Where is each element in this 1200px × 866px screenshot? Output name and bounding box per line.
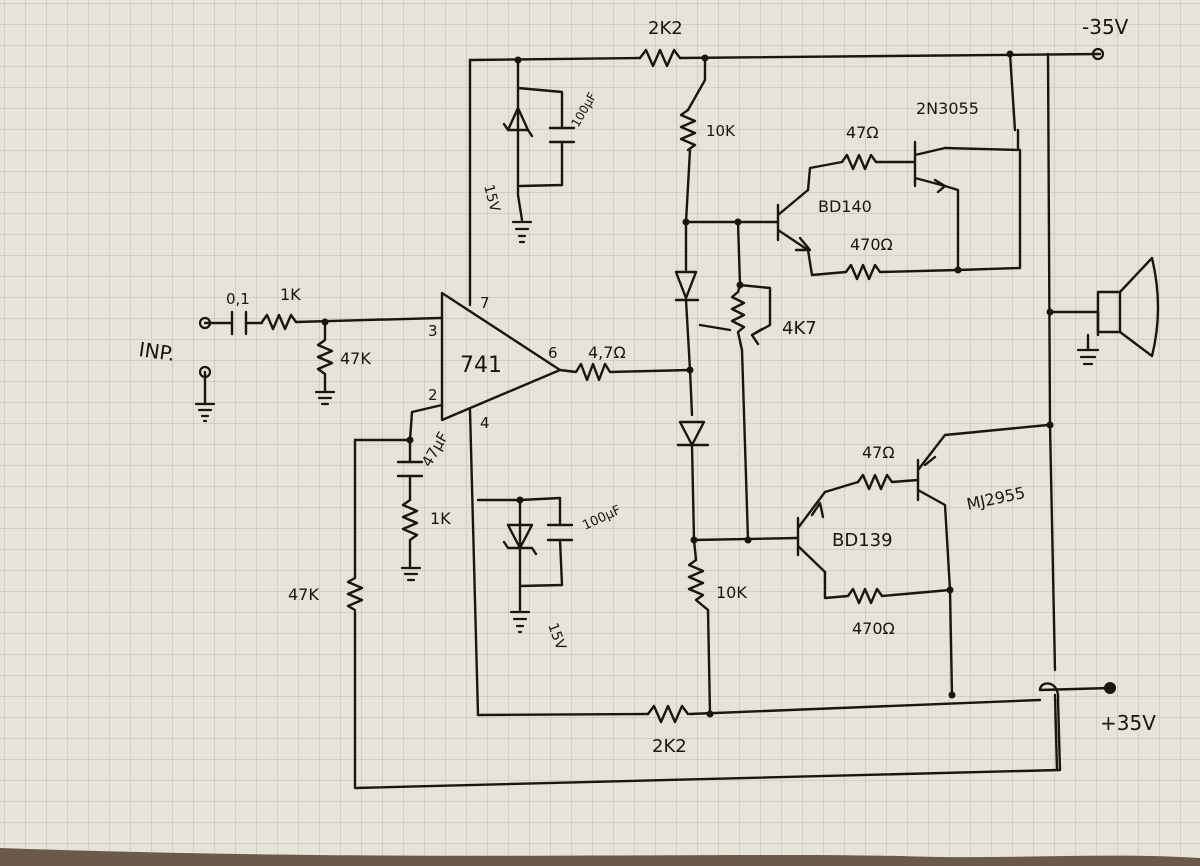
bd139-collector-wire bbox=[823, 480, 860, 494]
label-opamp: 741 bbox=[460, 353, 502, 378]
ground-icon bbox=[509, 610, 531, 634]
r47-bot bbox=[856, 473, 920, 491]
trim-pot bbox=[684, 220, 772, 542]
label-bias-res-top: 10K bbox=[706, 122, 736, 140]
label-r470-top: 470Ω bbox=[850, 235, 893, 254]
bot-zener-cap bbox=[546, 523, 574, 542]
label-top-res: 2K2 bbox=[648, 18, 683, 39]
bias-res-top bbox=[679, 108, 697, 152]
bias-diode-bot bbox=[676, 420, 710, 447]
junction-dot bbox=[1046, 421, 1054, 429]
terminal-pos bbox=[1104, 682, 1116, 694]
label-input-res: 1K bbox=[280, 285, 301, 304]
top-res-wire bbox=[638, 48, 682, 68]
label-input-cap: 0,1 bbox=[226, 290, 250, 308]
junction-dot bbox=[954, 266, 962, 274]
ground-icon bbox=[194, 402, 216, 423]
bias-diode-top bbox=[674, 270, 700, 302]
junction-dot bbox=[734, 218, 742, 226]
speaker-icon bbox=[1096, 256, 1160, 358]
junction-dot bbox=[948, 691, 956, 699]
label-pin4: 4 bbox=[480, 414, 490, 432]
right-rail bbox=[1008, 52, 1059, 772]
top-zener bbox=[502, 106, 534, 138]
input-gnd-terminal bbox=[198, 365, 212, 379]
junction-dot bbox=[1046, 308, 1054, 316]
label-2n3055: 2N3055 bbox=[916, 99, 979, 118]
junction-dot bbox=[690, 536, 698, 544]
bias-res bbox=[316, 320, 334, 394]
junction-dot bbox=[701, 54, 709, 62]
label-pin7: 7 bbox=[480, 294, 490, 312]
ground-icon bbox=[314, 390, 336, 406]
label-pin6: 6 bbox=[548, 344, 558, 362]
label-pin2: 2 bbox=[428, 386, 438, 404]
opamp-triangle bbox=[440, 291, 562, 422]
bot-zener-block bbox=[476, 496, 564, 612]
label-zener-top: 15V bbox=[480, 183, 503, 214]
bd140 bbox=[776, 188, 812, 252]
junction-dot bbox=[686, 366, 694, 374]
fb-res bbox=[401, 498, 419, 570]
mj2955 bbox=[916, 423, 1050, 592]
bot-zener bbox=[502, 523, 538, 556]
label-input: INP. bbox=[137, 337, 176, 366]
ground-icon bbox=[1076, 348, 1100, 366]
label-trim-pot: 4K7 bbox=[782, 318, 817, 339]
junction-dot bbox=[744, 536, 752, 544]
label-bd140: BD140 bbox=[818, 197, 872, 216]
terminal-neg bbox=[1091, 47, 1105, 61]
label-bd139: BD139 bbox=[832, 530, 893, 551]
label-fb-res: 1K bbox=[430, 509, 451, 528]
junction-dot bbox=[516, 496, 524, 504]
label-r470-bot: 470Ω bbox=[852, 619, 895, 638]
label-r47-bot: 47Ω bbox=[862, 443, 895, 462]
label-supply-pos: +35V bbox=[1100, 711, 1156, 735]
label-pin3: 3 bbox=[428, 322, 438, 340]
junction-dot bbox=[321, 318, 329, 326]
bottom-res-wire bbox=[646, 704, 690, 724]
label-out-res: 4,7Ω bbox=[588, 343, 626, 362]
junction-dot bbox=[736, 281, 744, 289]
junction-dot bbox=[406, 436, 414, 444]
return-loop bbox=[353, 438, 1062, 790]
top-zener-cap bbox=[548, 126, 576, 144]
label-bias-res-bot: 10K bbox=[716, 583, 747, 602]
junction-dot bbox=[514, 56, 522, 64]
junction-dot bbox=[1006, 50, 1014, 58]
out-res bbox=[558, 362, 692, 382]
opamp-pin2-wire bbox=[408, 403, 444, 442]
junction-dot bbox=[682, 218, 690, 226]
bd140-collector-wire bbox=[806, 160, 844, 192]
input-res bbox=[260, 313, 298, 331]
bias-res-bot bbox=[687, 558, 710, 612]
rail-crossover bbox=[1038, 682, 1060, 702]
n3055-emitter bbox=[943, 184, 960, 272]
n3055 bbox=[913, 128, 1020, 194]
r47-top bbox=[840, 153, 917, 171]
long-res bbox=[346, 576, 364, 612]
input-terminal bbox=[198, 316, 212, 330]
label-supply-neg: -35V bbox=[1082, 15, 1129, 39]
fb-cap bbox=[396, 438, 424, 502]
label-bias-res: 47K bbox=[340, 349, 371, 368]
top-rail bbox=[468, 52, 1102, 62]
input-cap bbox=[230, 310, 248, 336]
trim-arrow bbox=[750, 327, 764, 346]
r470-top bbox=[806, 148, 1022, 281]
label-bottom-res: 2K2 bbox=[652, 736, 687, 757]
junction-dot bbox=[706, 710, 714, 718]
bottom-rail bbox=[476, 686, 1112, 717]
opamp-pin4-wire bbox=[468, 408, 480, 717]
label-long-res: 47K bbox=[288, 585, 319, 604]
bd139 bbox=[796, 490, 827, 574]
top-zener-block bbox=[516, 58, 564, 222]
ground-icon bbox=[511, 220, 533, 244]
ground-icon bbox=[400, 566, 422, 582]
r470-bot bbox=[823, 570, 954, 697]
junction-dot bbox=[946, 586, 954, 594]
label-r47-top: 47Ω bbox=[846, 123, 879, 142]
